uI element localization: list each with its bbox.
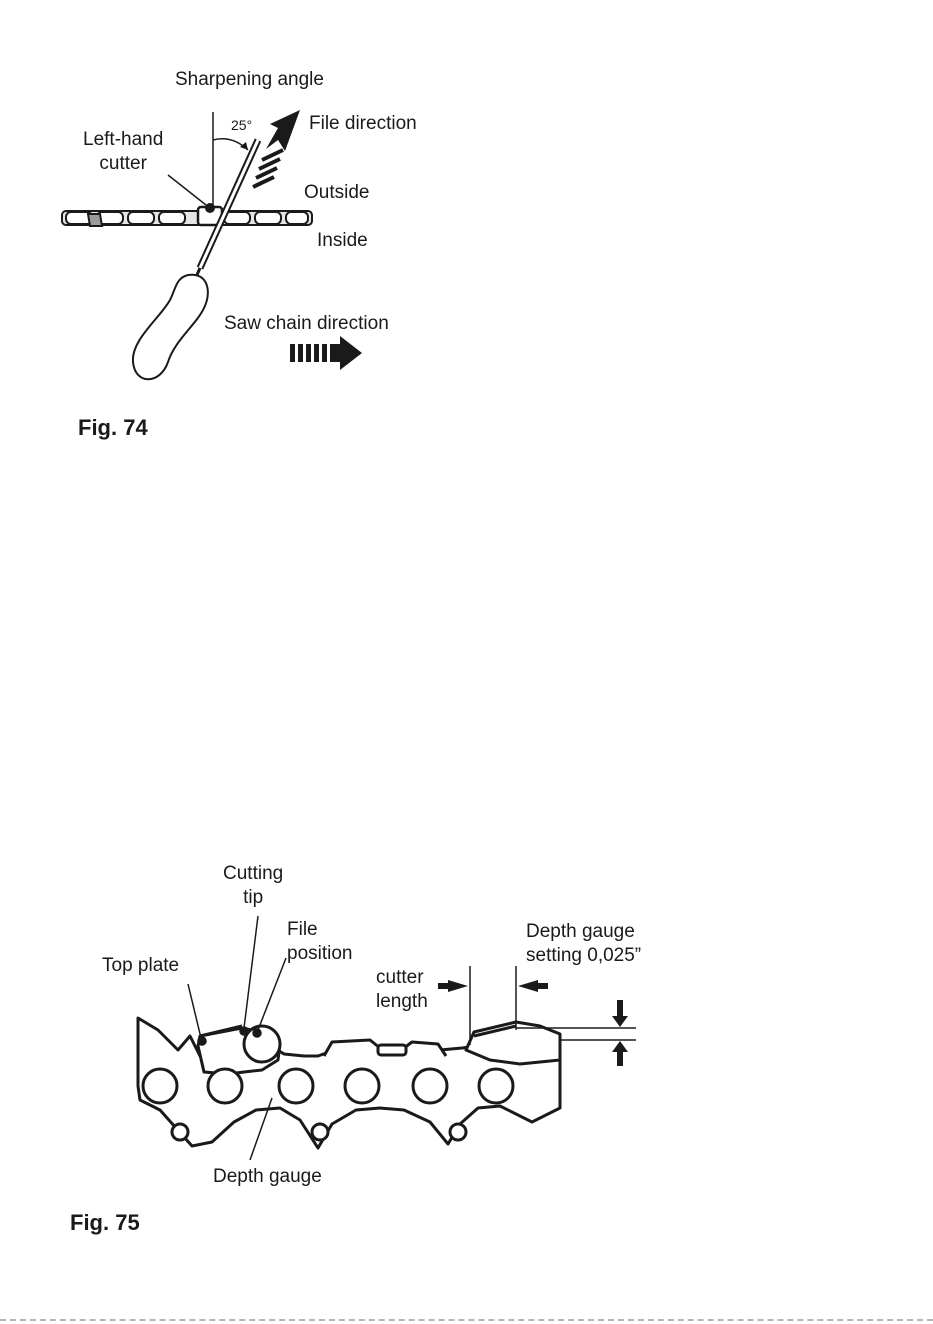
sharpening-angle-label: Sharpening angle <box>175 68 324 92</box>
left-hand-cutter-label: Left-hand cutter <box>83 128 163 176</box>
left-hand-cutter-shape <box>88 214 102 226</box>
figure-75-drawing <box>0 860 933 1200</box>
cutter-leader-dot <box>205 203 215 213</box>
cutting-tip-label: Cutting tip <box>223 862 283 910</box>
cutter-leader-line <box>168 175 206 205</box>
saw-chain-direction-arrow-icon <box>290 336 362 370</box>
figure-75-caption: Fig. 75 <box>70 1210 140 1236</box>
top-plate-label: Top plate <box>102 954 179 978</box>
file-handle <box>133 275 208 380</box>
page-bottom-rule <box>0 1319 933 1321</box>
cutter-length-label: cutter length <box>376 966 428 1014</box>
saw-chain-top-view <box>62 207 312 226</box>
inside-label: Inside <box>317 229 368 253</box>
angle-value-label: 25° <box>231 113 252 137</box>
file-cross-section <box>244 1026 280 1062</box>
figure-74-caption: Fig. 74 <box>78 415 148 441</box>
depth-gauge-setting-label: Depth gauge setting 0,025” <box>526 920 641 968</box>
outside-label: Outside <box>304 181 369 205</box>
figure-74-drawing <box>0 0 933 440</box>
file-direction-label: File direction <box>309 112 417 136</box>
angle-arc <box>213 139 248 150</box>
depth-gauge-label: Depth gauge <box>213 1165 322 1189</box>
saw-chain-direction-label: Saw chain direction <box>224 312 389 336</box>
file-position-label: File position <box>287 918 353 966</box>
rivet-slot <box>378 1045 406 1055</box>
angle-arc-arrowhead <box>240 142 248 150</box>
file-direction-arrow-icon <box>253 110 300 187</box>
